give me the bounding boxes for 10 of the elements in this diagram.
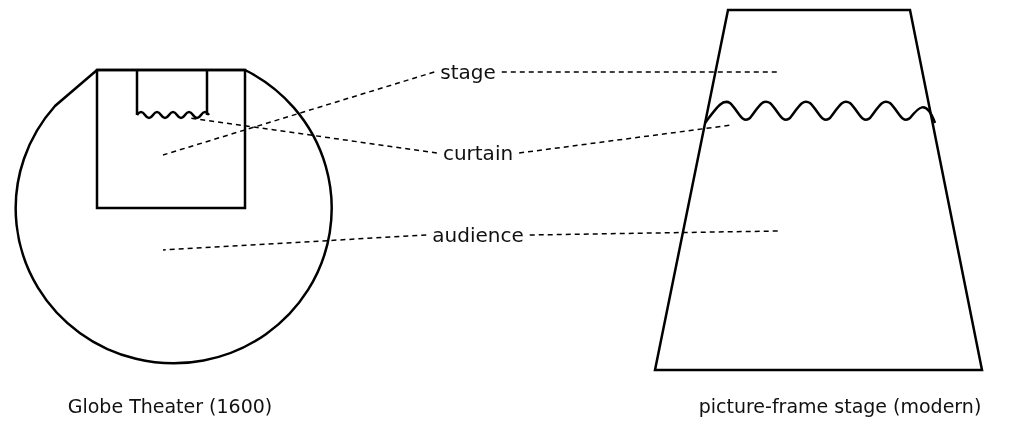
- leader-line: [162, 71, 435, 156]
- leader-line: [529, 230, 779, 236]
- leader-line: [189, 117, 438, 154]
- caption: Globe Theater (1600): [67, 395, 273, 417]
- part-label: audience: [432, 223, 524, 247]
- part-label: curtain: [442, 141, 514, 165]
- leader-line: [501, 71, 779, 73]
- leader-line: [162, 234, 427, 251]
- part-label: stage: [440, 60, 496, 84]
- caption: picture-frame stage (modern): [698, 395, 982, 417]
